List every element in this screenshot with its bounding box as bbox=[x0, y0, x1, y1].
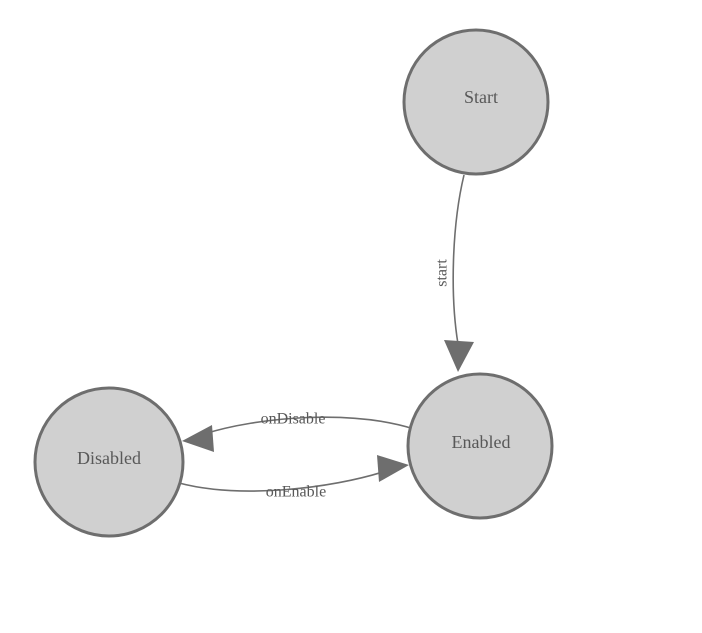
node-start-label: Start bbox=[464, 87, 498, 107]
edge-enabled-to-disabled[interactable] bbox=[182, 416, 415, 452]
edge-disabled-to-enabled[interactable] bbox=[178, 455, 409, 492]
node-start[interactable]: Start bbox=[402, 28, 550, 176]
edge-label-start: start bbox=[434, 259, 451, 287]
edge-start-to-enabled[interactable] bbox=[444, 174, 474, 372]
edge-label-onenable: onEnable bbox=[266, 484, 326, 501]
edge-disabled-to-enabled-path bbox=[178, 470, 387, 492]
edge-label-ondisable: onDisable bbox=[261, 411, 326, 428]
arrowhead-into-disabled bbox=[182, 425, 214, 452]
arrowhead-into-enabled-onenable bbox=[377, 455, 409, 482]
edge-enabled-to-disabled-path bbox=[203, 416, 415, 435]
edge-start-to-enabled-path bbox=[452, 174, 465, 345]
node-enabled[interactable]: Enabled bbox=[406, 372, 554, 520]
node-disabled-label: Disabled bbox=[77, 448, 141, 468]
node-enabled-label: Enabled bbox=[452, 432, 511, 452]
node-disabled-circle bbox=[33, 386, 185, 538]
node-disabled[interactable]: Disabled bbox=[33, 386, 185, 538]
arrowhead-into-enabled bbox=[444, 340, 474, 372]
node-enabled-circle bbox=[406, 372, 554, 520]
node-start-circle bbox=[402, 28, 550, 176]
